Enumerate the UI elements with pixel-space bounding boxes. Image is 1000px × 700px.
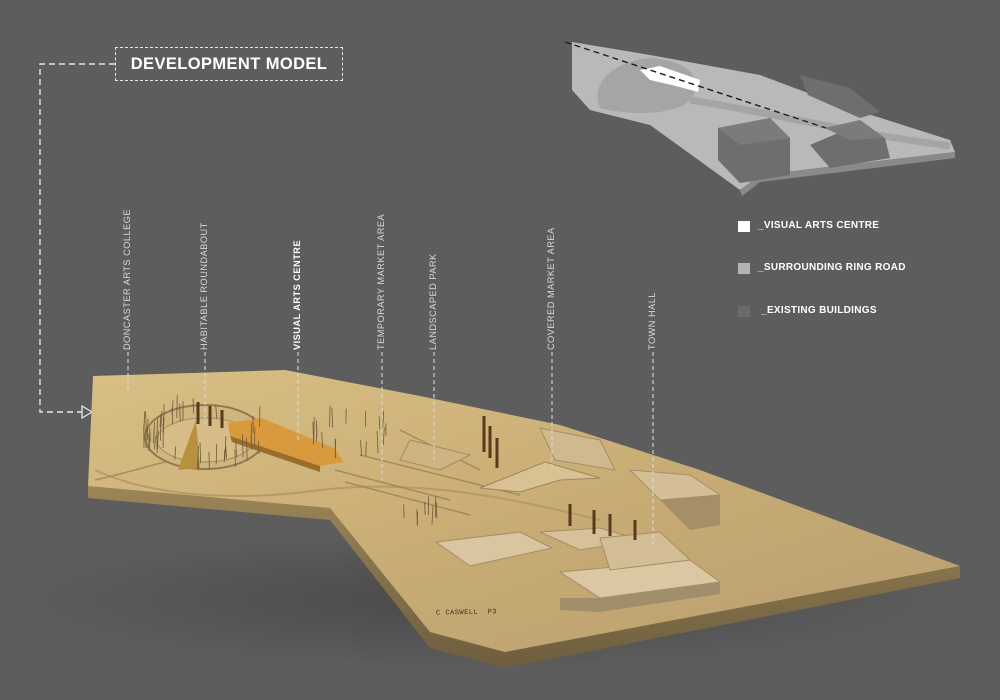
tree-stick bbox=[312, 421, 315, 445]
tree-stick bbox=[154, 436, 156, 450]
model-posts bbox=[196, 402, 637, 540]
tree-stick bbox=[360, 440, 362, 457]
tree-stick bbox=[382, 427, 385, 446]
tree-stick bbox=[215, 404, 218, 419]
label-town-hall: TOWN HALL bbox=[647, 292, 657, 350]
label-leaders bbox=[127, 352, 654, 548]
legend-label: _SURROUNDING RING ROAD bbox=[758, 262, 906, 273]
tree-stick bbox=[146, 418, 149, 441]
tree-stick bbox=[171, 407, 174, 425]
legend-swatch bbox=[738, 263, 750, 274]
inset-existing-buildings bbox=[718, 75, 890, 183]
tree-stick bbox=[174, 446, 177, 460]
tree-stick bbox=[321, 431, 323, 449]
visual-arts-centre-side bbox=[230, 436, 320, 472]
tree-stick bbox=[365, 441, 367, 457]
ring-road-curve bbox=[94, 469, 601, 521]
tree-stick bbox=[258, 440, 260, 454]
label-landscaped-park: LANDSCAPED PARK bbox=[428, 253, 438, 350]
tree-stick bbox=[246, 437, 248, 461]
label-habitable-roundabout: HABITABLE ROUNDABOUT bbox=[199, 222, 209, 350]
inset-diagram bbox=[564, 41, 955, 196]
visual-arts-centre-model bbox=[228, 418, 344, 466]
tree-stick bbox=[199, 442, 202, 464]
title-leader-line bbox=[39, 63, 115, 413]
tree-stick bbox=[148, 432, 151, 449]
site-model bbox=[0, 370, 960, 670]
legend-label: _EXISTING BUILDINGS bbox=[758, 305, 877, 316]
covered-market-model bbox=[479, 461, 601, 493]
tree-stick bbox=[431, 505, 434, 525]
tree-stick bbox=[424, 501, 426, 515]
title-box: DEVELOPMENT MODEL bbox=[115, 47, 343, 81]
inset-road-band bbox=[689, 96, 951, 150]
tree-stick bbox=[215, 443, 218, 465]
tree-stick bbox=[224, 435, 227, 460]
tree-stick bbox=[378, 416, 381, 430]
model-signature: C CASWELL P3 bbox=[435, 608, 498, 618]
tree-stick bbox=[159, 413, 162, 428]
tree-stick bbox=[331, 407, 333, 428]
tree-stick bbox=[225, 445, 227, 459]
tree-stick bbox=[316, 420, 318, 437]
tree-stick bbox=[235, 440, 237, 458]
page-title: DEVELOPMENT MODEL bbox=[130, 55, 328, 73]
legend-label: _VISUAL ARTS CENTRE bbox=[758, 220, 880, 231]
market-strips bbox=[334, 429, 521, 516]
tree-stick bbox=[157, 430, 159, 450]
label-visual-arts-centre: VISUAL ARTS CENTRE bbox=[292, 239, 302, 350]
roundabout-wedge bbox=[178, 420, 200, 470]
legend-swatch bbox=[738, 221, 750, 232]
tree-stick bbox=[208, 451, 210, 470]
tree-stick bbox=[153, 422, 155, 436]
existing-blocks bbox=[434, 427, 722, 612]
label-temporary-market-area: TEMPORARY MARKET AREA bbox=[376, 213, 386, 350]
label-doncaster-arts-college: DONCASTER ARTS COLLEGE bbox=[122, 208, 132, 350]
tree-stick bbox=[145, 411, 147, 434]
tree-stick bbox=[143, 411, 145, 432]
tree-stick bbox=[160, 411, 163, 427]
inset-section-line bbox=[564, 41, 827, 129]
tree-stick bbox=[179, 403, 181, 422]
inset-visual-arts-centre bbox=[640, 66, 700, 92]
landscaped-park-model bbox=[399, 439, 472, 471]
model-trees bbox=[143, 395, 438, 526]
inset-ground-edge bbox=[740, 152, 955, 196]
tree-stick bbox=[156, 419, 158, 433]
label-covered-market-area: COVERED MARKET AREA bbox=[546, 227, 556, 350]
tree-stick bbox=[242, 433, 244, 458]
tree-stick bbox=[382, 410, 385, 428]
model-board-edge bbox=[88, 485, 960, 668]
tree-stick bbox=[329, 405, 331, 427]
tree-stick bbox=[197, 445, 199, 469]
leader-arrowhead bbox=[81, 404, 94, 420]
legend-swatch bbox=[738, 306, 750, 317]
tree-stick bbox=[234, 449, 236, 467]
tree-stick bbox=[376, 430, 379, 454]
